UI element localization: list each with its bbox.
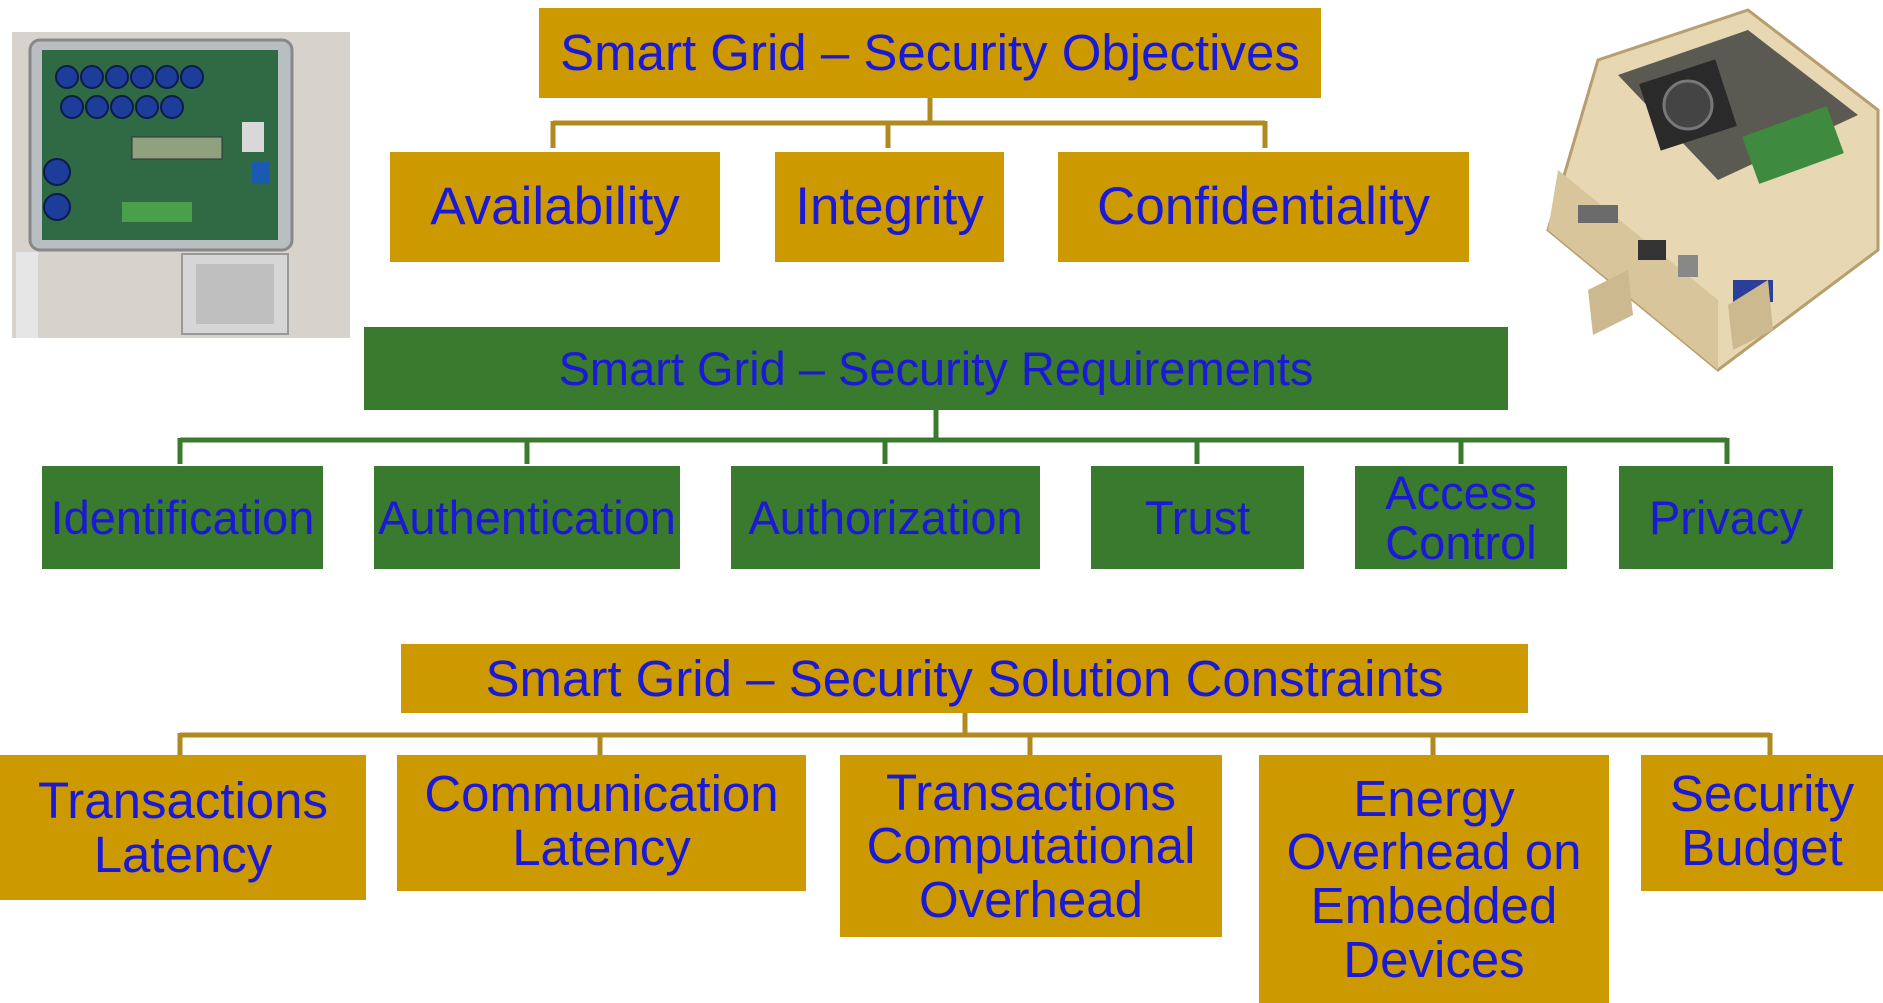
constraint-line: Security [1669, 765, 1855, 822]
constraint-line: Embedded [1310, 877, 1558, 934]
requirement-access-control: Access Control [1355, 466, 1567, 569]
objectives-title: Smart Grid – Security Objectives [539, 8, 1321, 98]
constraint-line: Latency [93, 825, 273, 883]
constraint-energy-overhead: Energy Overhead on Embedded Devices [1259, 755, 1609, 1003]
requirement-trust: Trust [1091, 466, 1304, 569]
objective-confidentiality: Confidentiality [1058, 152, 1469, 262]
constraint-line: Energy [1353, 769, 1515, 827]
constraints-title: Smart Grid – Security Solution Constrain… [401, 644, 1528, 713]
requirement-authorization: Authorization [731, 466, 1040, 569]
objective-availability: Availability [390, 152, 720, 262]
constraint-communication-latency: Communication Latency [397, 755, 806, 891]
requirement-authentication: Authentication [374, 466, 680, 569]
embedded-board-photo [1518, 0, 1883, 382]
constraint-line: Computational [866, 817, 1196, 875]
constraint-line: Transactions [37, 771, 329, 829]
objective-integrity: Integrity [775, 152, 1004, 262]
constraint-transactions-latency: Transactions Latency [0, 755, 366, 900]
constraint-transactions-computational-overhead: Transactions Computational Overhead [840, 755, 1222, 937]
constraint-line: Overhead [919, 870, 1143, 928]
constraint-line: Budget [1681, 818, 1843, 876]
constraint-line: Latency [512, 818, 691, 876]
constraint-line: Overhead on [1286, 823, 1582, 881]
access-control-line-1: Access [1385, 466, 1537, 520]
access-control-line-2: Control [1385, 515, 1537, 569]
constraint-line: Transactions [885, 763, 1177, 821]
requirements-title: Smart Grid – Security Requirements [364, 327, 1508, 410]
constraint-line: Communication [424, 765, 779, 822]
requirement-identification: Identification [42, 466, 323, 569]
smart-meter-photo [12, 32, 350, 338]
requirement-privacy: Privacy [1619, 466, 1833, 569]
constraint-line: Devices [1343, 930, 1525, 988]
constraint-security-budget: Security Budget [1641, 755, 1883, 891]
